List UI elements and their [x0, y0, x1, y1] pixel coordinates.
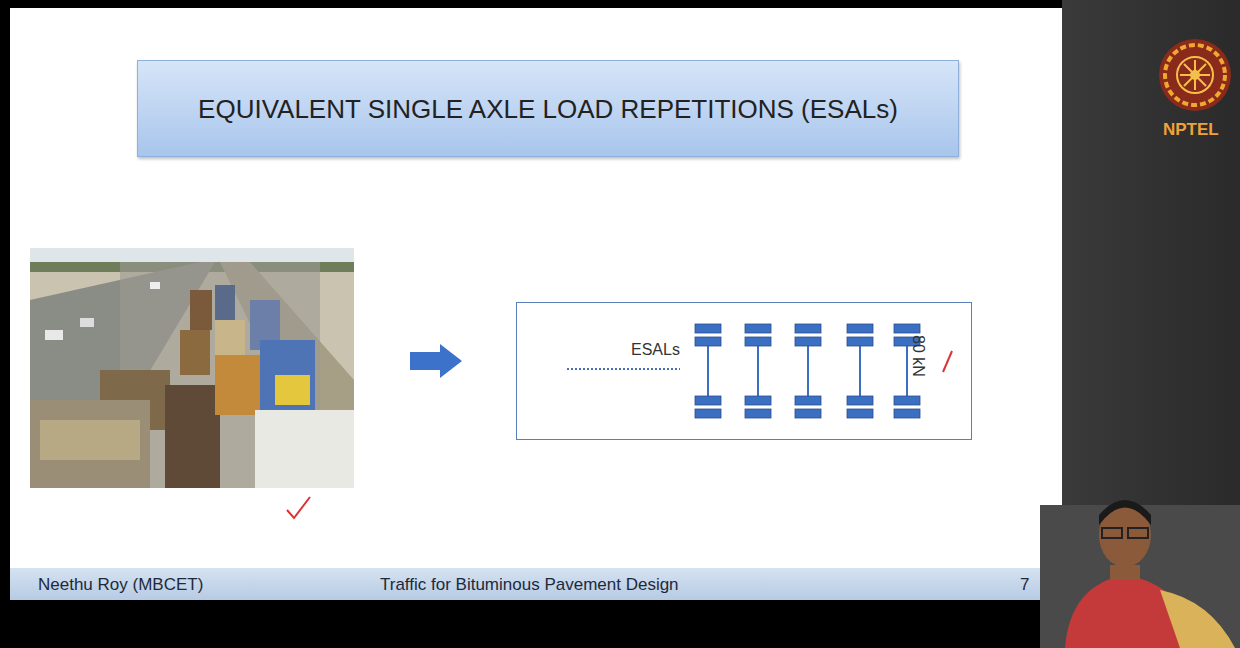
- check-mark: [943, 351, 952, 372]
- esal-box: ESALs 80 kN: [516, 302, 972, 440]
- title-band: EQUIVALENT SINGLE AXLE LOAD REPETITIONS …: [137, 60, 959, 157]
- traffic-photo: [30, 248, 354, 488]
- dotted-line: [567, 368, 680, 370]
- slide-title: EQUIVALENT SINGLE AXLE LOAD REPETITIONS …: [198, 91, 898, 127]
- footer-text: Neethu Roy (MBCET): [38, 575, 203, 595]
- load-label: 80 kN: [909, 335, 927, 377]
- axle-symbols: [695, 324, 920, 418]
- check-mark: [287, 497, 310, 518]
- logo-text: NPTEL: [1163, 120, 1219, 140]
- nptel-logo: [1159, 39, 1231, 111]
- box-label: ESALs: [631, 341, 680, 359]
- page-number: 7: [1020, 575, 1029, 595]
- block-arrow: [410, 344, 462, 378]
- presenter: [1040, 500, 1240, 648]
- footer-text: Traffic for Bituminous Pavement Design: [380, 575, 679, 595]
